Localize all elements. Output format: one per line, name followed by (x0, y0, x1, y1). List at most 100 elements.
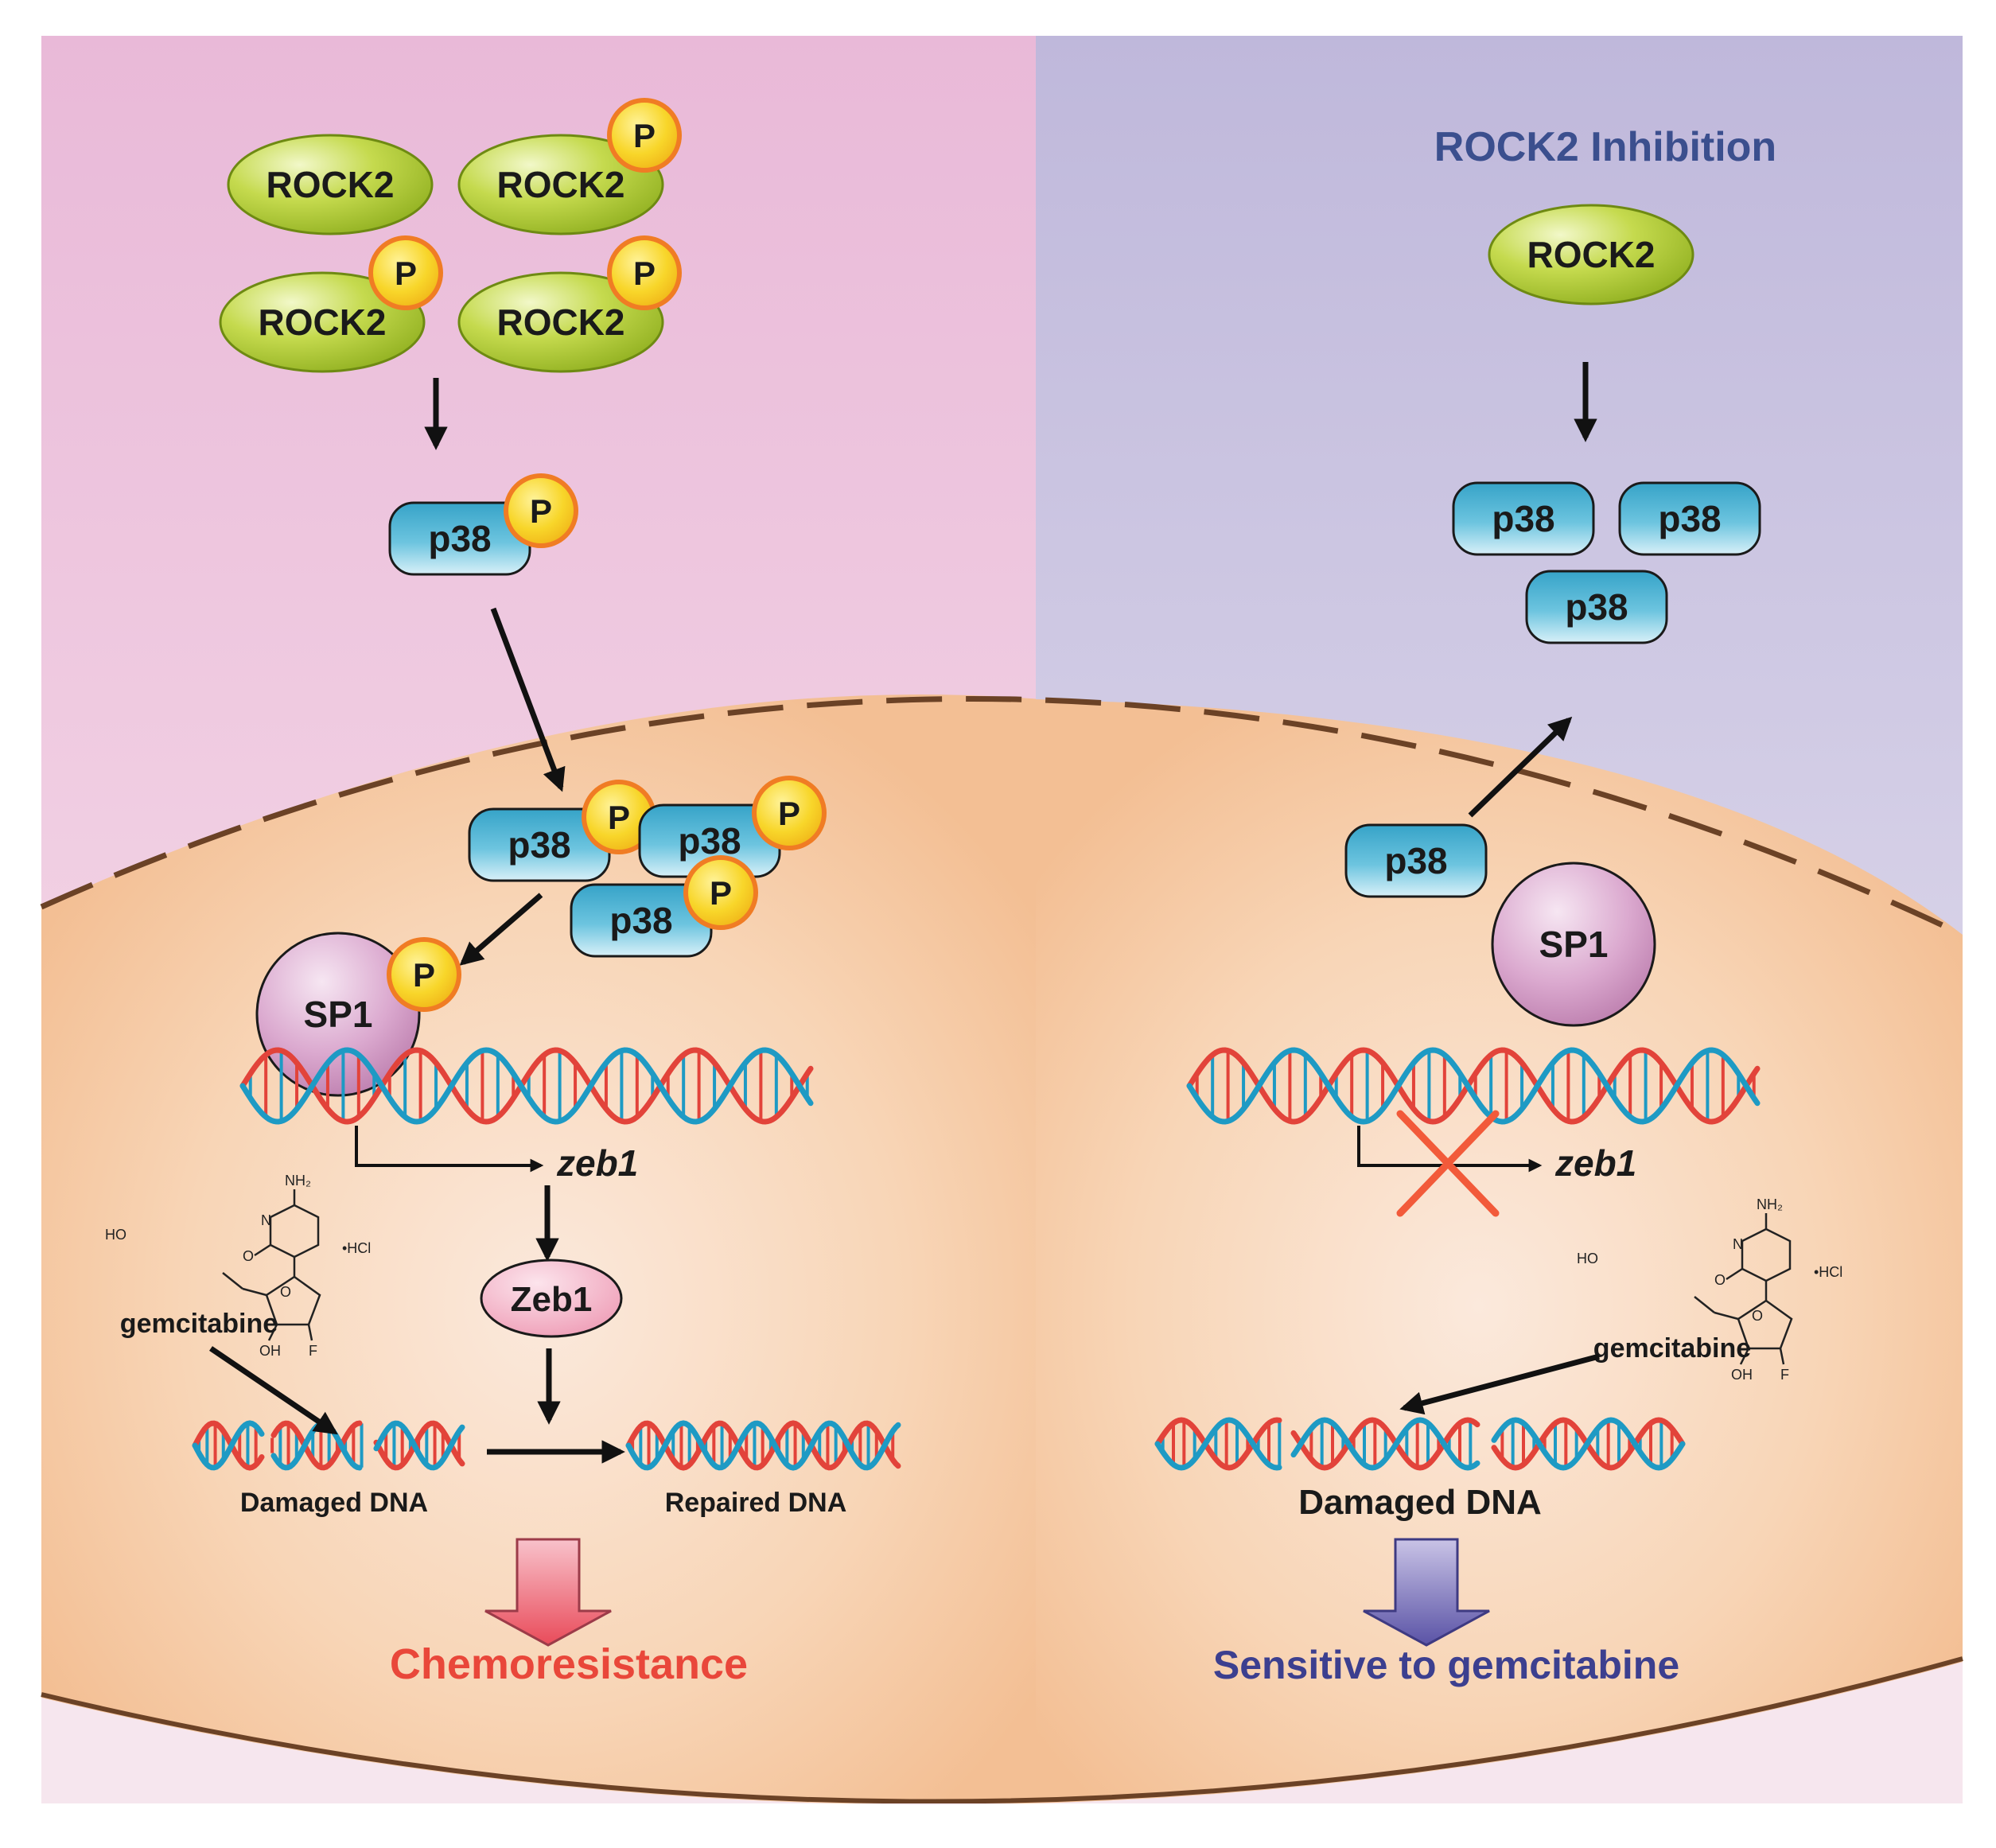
sp1-phosphorylated: SP1 P (255, 932, 461, 1097)
svg-text:p38: p38 (428, 518, 491, 559)
svg-text:p38: p38 (508, 824, 570, 866)
svg-text:F: F (1780, 1367, 1789, 1383)
svg-text:p38: p38 (1658, 498, 1721, 539)
repaired-dna-label: Repaired DNA (665, 1488, 847, 1518)
arrow-p38-to-sp1 (459, 893, 543, 966)
rock2-molecule: ROCK2 P (219, 235, 443, 373)
p38-phosphorylated: p38 P (468, 780, 656, 882)
chemoresistance-arrow (484, 1538, 612, 1647)
phosphate-group: P (683, 855, 758, 930)
svg-text:O: O (1752, 1308, 1763, 1324)
gene-label-zeb1: zeb1 (556, 1142, 638, 1184)
chemoresistance-label: Chemoresistance (390, 1640, 748, 1688)
svg-text:p38: p38 (1384, 840, 1447, 881)
svg-text:OH: OH (1731, 1367, 1753, 1383)
damaged-dna-label: Damaged DNA (1298, 1483, 1542, 1522)
damaged-dna-label: Damaged DNA (240, 1488, 428, 1518)
svg-text:p38: p38 (1565, 586, 1628, 628)
rock2-inhibition-title: ROCK2 Inhibition (1434, 124, 1776, 170)
dna-strand (239, 1047, 814, 1125)
svg-text:•HCl: •HCl (1814, 1264, 1842, 1280)
svg-text:ROCK2: ROCK2 (496, 302, 624, 343)
svg-text:SP1: SP1 (1539, 924, 1609, 965)
gemcitabine-structure: NH₂ N O O HO OH F •HCl (105, 1173, 371, 1359)
svg-text:SP1: SP1 (304, 994, 373, 1035)
dna-strand (625, 1420, 901, 1471)
sensitive-arrow (1363, 1538, 1490, 1647)
phosphate-group: P (752, 776, 827, 850)
svg-text:NH₂: NH₂ (285, 1173, 311, 1189)
dna-helix-left (239, 1047, 814, 1125)
svg-text:ROCK2: ROCK2 (258, 302, 386, 343)
blocked-transcription-arrow (1357, 1126, 1543, 1173)
arrow-gemcitabine-to-dna (209, 1346, 338, 1435)
repaired-dna-helix (625, 1420, 901, 1471)
svg-text:P: P (608, 799, 630, 836)
phosphate-group: P (607, 98, 682, 173)
phosphate-group: P (504, 473, 578, 548)
sp1-unphosphorylated: SP1 (1491, 862, 1656, 1027)
dna-strand (192, 1420, 465, 1471)
p38-phosphorylated: p38 P (638, 776, 827, 878)
svg-text:•HCl: •HCl (342, 1240, 371, 1256)
svg-text:ROCK2: ROCK2 (266, 164, 394, 205)
p38-phosphorylated: p38 P (570, 855, 758, 958)
zeb1-protein: Zeb1 (480, 1259, 623, 1338)
rock2-molecule: ROCK2 (227, 134, 434, 235)
svg-text:p38: p38 (609, 900, 672, 941)
svg-text:P: P (633, 255, 656, 292)
p38-phosphorylated: p38 P (388, 473, 578, 576)
svg-text:P: P (778, 795, 800, 832)
arrow-gemcitabine-to-dna (1399, 1353, 1600, 1415)
svg-text:HO: HO (105, 1227, 126, 1243)
svg-text:O: O (280, 1284, 291, 1300)
sensitive-to-gemcitabine-label: Sensitive to gemcitabine (1213, 1643, 1679, 1687)
outside-bottom (41, 1662, 1963, 1805)
svg-text:p38: p38 (678, 820, 741, 862)
svg-text:N: N (261, 1212, 271, 1228)
gene-label-zeb1: zeb1 (1554, 1142, 1636, 1184)
svg-text:HO: HO (1577, 1251, 1598, 1266)
svg-text:O: O (243, 1248, 254, 1264)
svg-text:F: F (309, 1343, 317, 1359)
transcription-blocked-x (1396, 1110, 1500, 1217)
dna-strand (1186, 1047, 1761, 1125)
p38-unphosphorylated: p38 (1452, 481, 1595, 556)
rock2-molecule: ROCK2 (1488, 204, 1694, 305)
svg-text:O: O (1714, 1272, 1726, 1288)
gemcitabine-structure: NH₂ N O O HO OH F •HCl (1577, 1196, 1842, 1383)
transcription-arrow (355, 1126, 544, 1173)
nucleus-bottom-edge (41, 1656, 1963, 1804)
svg-text:p38: p38 (1492, 498, 1554, 539)
dna-helix-right (1186, 1047, 1761, 1125)
p38-unphosphorylated: p38 (1344, 823, 1488, 898)
svg-text:OH: OH (259, 1343, 281, 1359)
dna-strand (625, 1420, 901, 1471)
nucleus-membrane (40, 696, 1964, 938)
svg-text:ROCK2: ROCK2 (1527, 234, 1655, 275)
svg-text:P: P (530, 492, 552, 530)
dna-strand (1186, 1047, 1761, 1125)
svg-text:NH₂: NH₂ (1757, 1196, 1783, 1212)
svg-text:N: N (1733, 1236, 1743, 1252)
arrow-p38-to-nucleus (490, 607, 566, 792)
gemcitabine-label: gemcitabine (120, 1309, 278, 1339)
p38-unphosphorylated: p38 (1525, 570, 1668, 644)
rock2-molecule: ROCK2 P (457, 98, 682, 235)
damaged-dna-helix (1154, 1417, 1686, 1471)
svg-text:Zeb1: Zeb1 (511, 1280, 593, 1319)
svg-text:ROCK2: ROCK2 (496, 164, 624, 205)
svg-text:P: P (413, 956, 435, 994)
svg-text:P: P (710, 874, 732, 912)
dna-strand (1154, 1417, 1686, 1471)
rock2-molecule: ROCK2 P (457, 235, 682, 373)
phosphate-group: P (387, 937, 461, 1012)
dna-strand (239, 1047, 814, 1125)
nucleus-right (1036, 699, 1963, 1803)
phosphate-group: P (368, 235, 443, 310)
p38-unphosphorylated: p38 (1618, 481, 1761, 556)
arrow-p38-export (1468, 716, 1573, 818)
svg-text:P: P (633, 117, 656, 154)
svg-text:P: P (395, 255, 417, 292)
